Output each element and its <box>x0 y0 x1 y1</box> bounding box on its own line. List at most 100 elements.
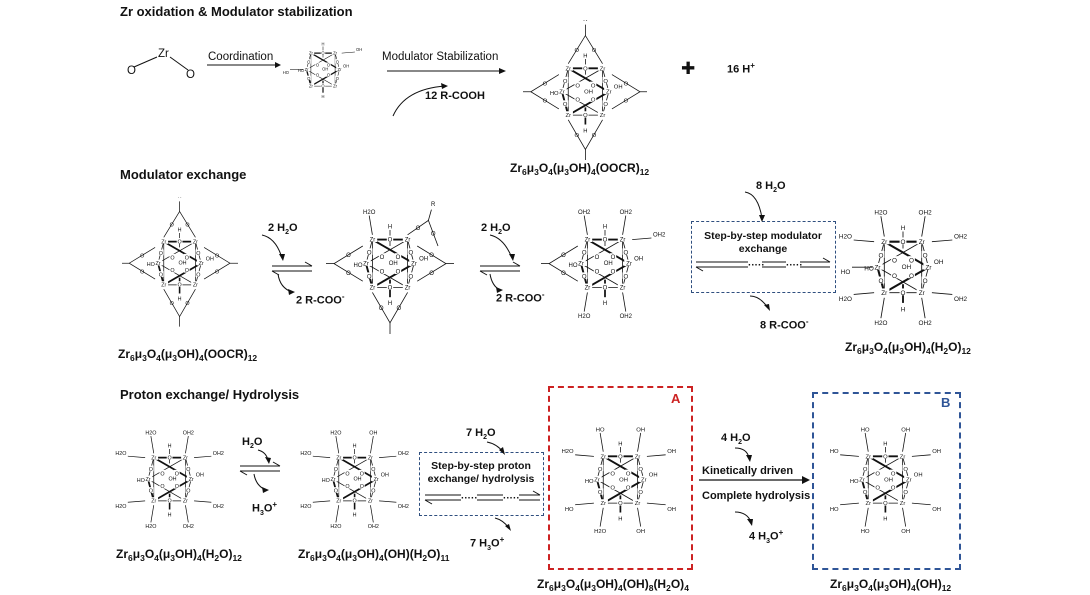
atom-o: O <box>346 253 351 259</box>
atom-o: O <box>327 72 330 77</box>
atom-zr: Zr <box>156 261 161 267</box>
section-title-oxidation: Zr oxidation & Modulator stabilization <box>120 4 353 19</box>
atom-o: O <box>380 255 385 261</box>
atom-o: O <box>626 485 631 491</box>
atom-zr: Zr <box>370 286 376 292</box>
atom-zr: Zr <box>599 66 605 72</box>
formula-row1-product: Zr6μ3O4(μ3OH)4(OOCR)12 <box>510 161 650 177</box>
atom-o: O <box>187 467 191 473</box>
ligand-oh2: OH2 <box>919 320 933 327</box>
atom-o: O <box>171 255 175 261</box>
ligand-ho: HO <box>829 449 838 455</box>
atom-zr: Zr <box>578 262 584 268</box>
svg-text:·····: ····· <box>461 493 478 504</box>
atom-zr: Zr <box>899 454 905 460</box>
atom-h: H <box>901 224 906 231</box>
box-b <box>812 392 961 570</box>
ligand-oh2: OH2 <box>620 210 633 216</box>
atom-oh: OH <box>322 66 328 71</box>
atom-o: O <box>197 251 201 257</box>
ligand-h2o: H2O <box>146 524 157 530</box>
atom-zr: Zr <box>309 83 314 88</box>
ligand-oh2: OH2 <box>954 296 968 303</box>
atom-o: O <box>623 274 628 280</box>
reagent-label: 12 R-COOH <box>425 90 485 102</box>
ligand-oh: OH <box>932 449 941 455</box>
formula-row2-end: Zr6μ3O4(μ3OH)4(H2O)12 <box>845 340 971 356</box>
atom-o: O <box>862 467 867 473</box>
atom-o: O <box>583 113 588 119</box>
atom-o: O <box>903 490 908 496</box>
atom-o: O <box>597 467 602 473</box>
atom-o: O <box>891 485 896 491</box>
atom-o: O <box>603 102 608 108</box>
atom-oh: OH <box>604 261 613 267</box>
ligand-h2o: H2O <box>594 529 606 535</box>
complete-hydrolysis-label: Complete hydrolysis <box>702 490 811 502</box>
atom-oh: OH <box>648 472 657 478</box>
atom-o: O <box>429 271 434 277</box>
atom-o: O <box>610 471 615 477</box>
atom-zr: Zr <box>919 289 926 296</box>
ligand-h2o: H2O <box>301 451 312 457</box>
atom-o: O <box>575 83 580 89</box>
atom-o: O <box>175 484 179 490</box>
atom-o: O <box>901 238 906 245</box>
atom-oh: OH <box>169 477 177 483</box>
atom-h: H <box>603 224 607 230</box>
atom-h: H <box>178 297 182 303</box>
atom-o: O <box>862 490 867 496</box>
atom-o: O <box>170 223 174 229</box>
ligand-h2o: H2O <box>116 451 127 457</box>
atom-ho: HO <box>849 479 858 485</box>
atom-oh: OH <box>343 63 349 68</box>
atom-o: O <box>372 467 376 473</box>
atom-oh: OH <box>902 263 912 270</box>
atom-o: O <box>396 270 401 276</box>
atom-o: O <box>388 238 393 244</box>
atom-o: O <box>321 50 324 55</box>
atom-zr: Zr <box>865 501 871 507</box>
svg-text:·····: ····· <box>503 493 520 504</box>
row2-carboxylate-1: 2 R-COO- <box>296 292 345 307</box>
atom-o: O <box>901 289 906 296</box>
molecule-row2-2: HHOOOOOOOOOOZrZrZrZrZrZrHOOHOHH2OOOROORO… <box>326 202 454 334</box>
atom-zr: Zr <box>333 83 338 88</box>
atom-o: O <box>903 467 908 473</box>
atom-zr: Zr <box>337 456 342 462</box>
ligand-h2o: H2O <box>874 209 887 216</box>
atom-zr: Zr <box>626 262 632 268</box>
atom-o: O <box>372 489 376 495</box>
plus-icon: ✚ <box>681 59 696 78</box>
atom-ho: HO <box>137 478 145 484</box>
atom-o: O <box>215 270 219 276</box>
ligand-oh2: OH2 <box>183 431 194 437</box>
ligand-h2o: H2O <box>839 296 852 303</box>
atom-o: O <box>562 79 567 85</box>
row2-carboxylate-3: 8 R-COO- <box>760 317 809 332</box>
atom-zr: Zr <box>559 90 565 96</box>
ligand-oh2: OH2 <box>368 524 379 530</box>
atom-o: O <box>591 97 596 103</box>
atom-o: O <box>416 226 421 232</box>
row3-water-2: 7 H2O <box>466 427 496 442</box>
atom-o: O <box>185 268 189 274</box>
atom-zr: Zr <box>193 283 198 289</box>
atom-o: O <box>186 223 190 229</box>
atom-h: H <box>583 53 587 59</box>
atom-o: O <box>161 471 165 477</box>
atom-oh: OH <box>934 258 944 265</box>
atom-h: H <box>583 128 587 134</box>
atom-zr: Zr <box>189 477 194 483</box>
atom-o: O <box>327 62 330 67</box>
ligand-ho: HO <box>829 507 838 513</box>
atom-o: O <box>623 81 628 87</box>
atom-oh: OH <box>179 261 187 267</box>
atom-h: H <box>388 301 392 307</box>
atom-o: O <box>186 301 190 307</box>
atom-o: O <box>883 501 888 507</box>
atom-h: H <box>322 94 325 99</box>
